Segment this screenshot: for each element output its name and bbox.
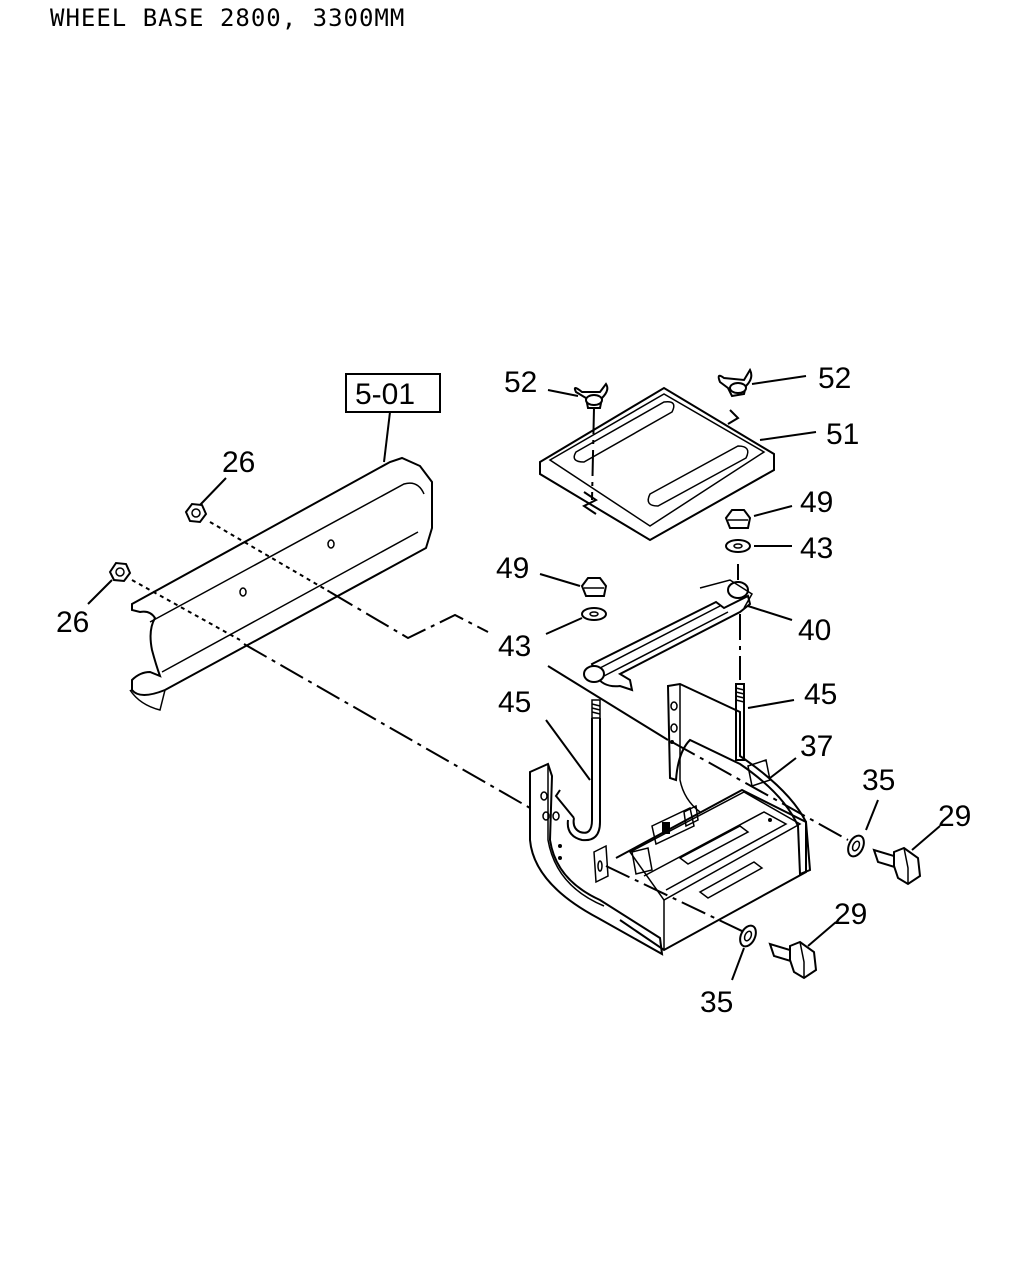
bolt-29-upper [872,846,922,886]
callout-29-lower: 29 [834,898,867,931]
frame-rail [129,456,433,711]
callout-40: 40 [798,614,831,647]
callout-51: 51 [826,418,859,451]
nut-26-upper [184,502,208,524]
clamp-bar [583,579,754,692]
j-bolt-45-right [735,683,745,761]
callout-52-left: 52 [504,366,537,399]
washer-35-lower [739,924,757,948]
washer-35-upper [847,834,865,858]
diagram-title: WHEEL BASE 2800, 3300MM [50,4,406,32]
callout-49-left: 49 [496,552,529,585]
callout-49-right: 49 [800,486,833,519]
washer-43-right [725,539,751,553]
callout-52-right: 52 [818,362,851,395]
callout-37: 37 [800,730,833,763]
nut-49-left [580,577,608,597]
battery-cover [539,386,775,542]
j-bolt-45-left [554,699,601,842]
reference-box-label: 5-01 [355,378,415,411]
battery-tray [529,682,812,956]
callout-43-left: 43 [498,630,531,663]
bolt-29-lower [768,940,818,980]
callout-43-right: 43 [800,532,833,565]
reference-box: 5-01 [345,373,441,463]
callout-35-upper: 35 [862,764,895,797]
callout-45-left: 45 [498,686,531,719]
callout-35-lower: 35 [700,986,733,1019]
wing-nut-52-right [717,367,753,398]
callout-26-lower: 26 [56,606,89,639]
callout-45-right: 45 [804,678,837,711]
nut-49-right [724,509,752,529]
wing-nut-52-left [573,382,609,409]
callout-26-upper: 26 [222,446,255,479]
callout-29-upper: 29 [938,800,971,833]
washer-43-left [581,607,607,621]
nut-26-lower [108,561,132,583]
